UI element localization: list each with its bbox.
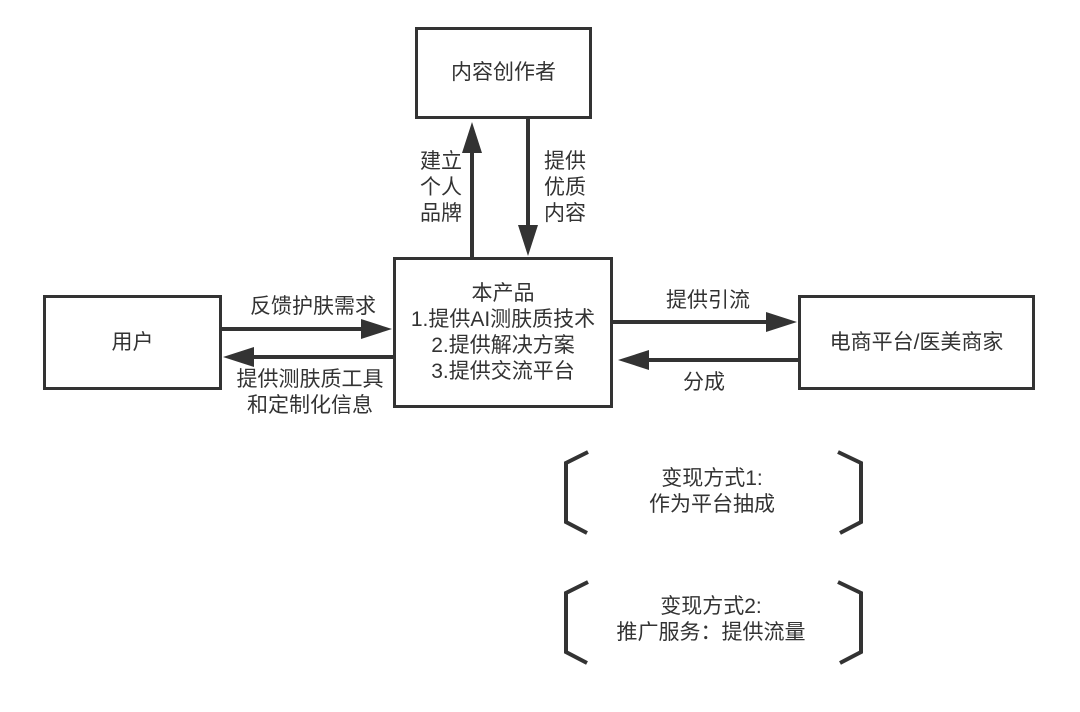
monetization-note-1: 变现方式1: 作为平台抽成 — [649, 467, 775, 516]
arrow-build-brand — [462, 122, 482, 257]
arrow-feedback-needs — [222, 319, 392, 339]
node-merchant: 电商平台/医美商家 — [798, 295, 1035, 390]
node-content-creator: 内容创作者 — [415, 27, 592, 119]
node-product-item-1: 1.提供AI测肤质技术 — [410, 307, 596, 331]
node-user-label: 用户 — [111, 330, 154, 354]
edge-label-build-brand: 建立 个人 品牌 — [420, 150, 462, 225]
edge-label-feedback-needs: 反馈护肤需求 — [250, 295, 376, 318]
edge-label-provide-tools: 提供测肤质工具 和定制化信息 — [236, 368, 384, 417]
node-user: 用户 — [43, 295, 222, 390]
node-product-item-3: 3.提供交流平台 — [431, 359, 575, 383]
monetization-note-2: 变现方式2: 推广服务：提供流量 — [616, 595, 806, 644]
edge-label-quality-content: 提供 优质 内容 — [544, 150, 586, 225]
edge-label-provide-referral: 提供引流 — [666, 289, 750, 312]
node-content-creator-label: 内容创作者 — [451, 61, 556, 84]
edge-label-revenue-share: 分成 — [683, 371, 725, 394]
node-merchant-label: 电商平台/医美商家 — [829, 330, 1004, 354]
arrow-provide-referral — [613, 312, 797, 332]
bracket-monetization-1 — [564, 450, 863, 535]
arrow-provide-tools — [223, 347, 393, 367]
arrow-quality-content — [518, 119, 538, 256]
bracket-monetization-2 — [564, 580, 863, 665]
node-product-title: 本产品 — [471, 281, 535, 305]
arrow-revenue-share — [618, 350, 798, 370]
node-product: 本产品 1.提供AI测肤质技术 2.提供解决方案 3.提供交流平台 — [393, 257, 613, 408]
node-product-item-2: 2.提供解决方案 — [431, 333, 575, 357]
